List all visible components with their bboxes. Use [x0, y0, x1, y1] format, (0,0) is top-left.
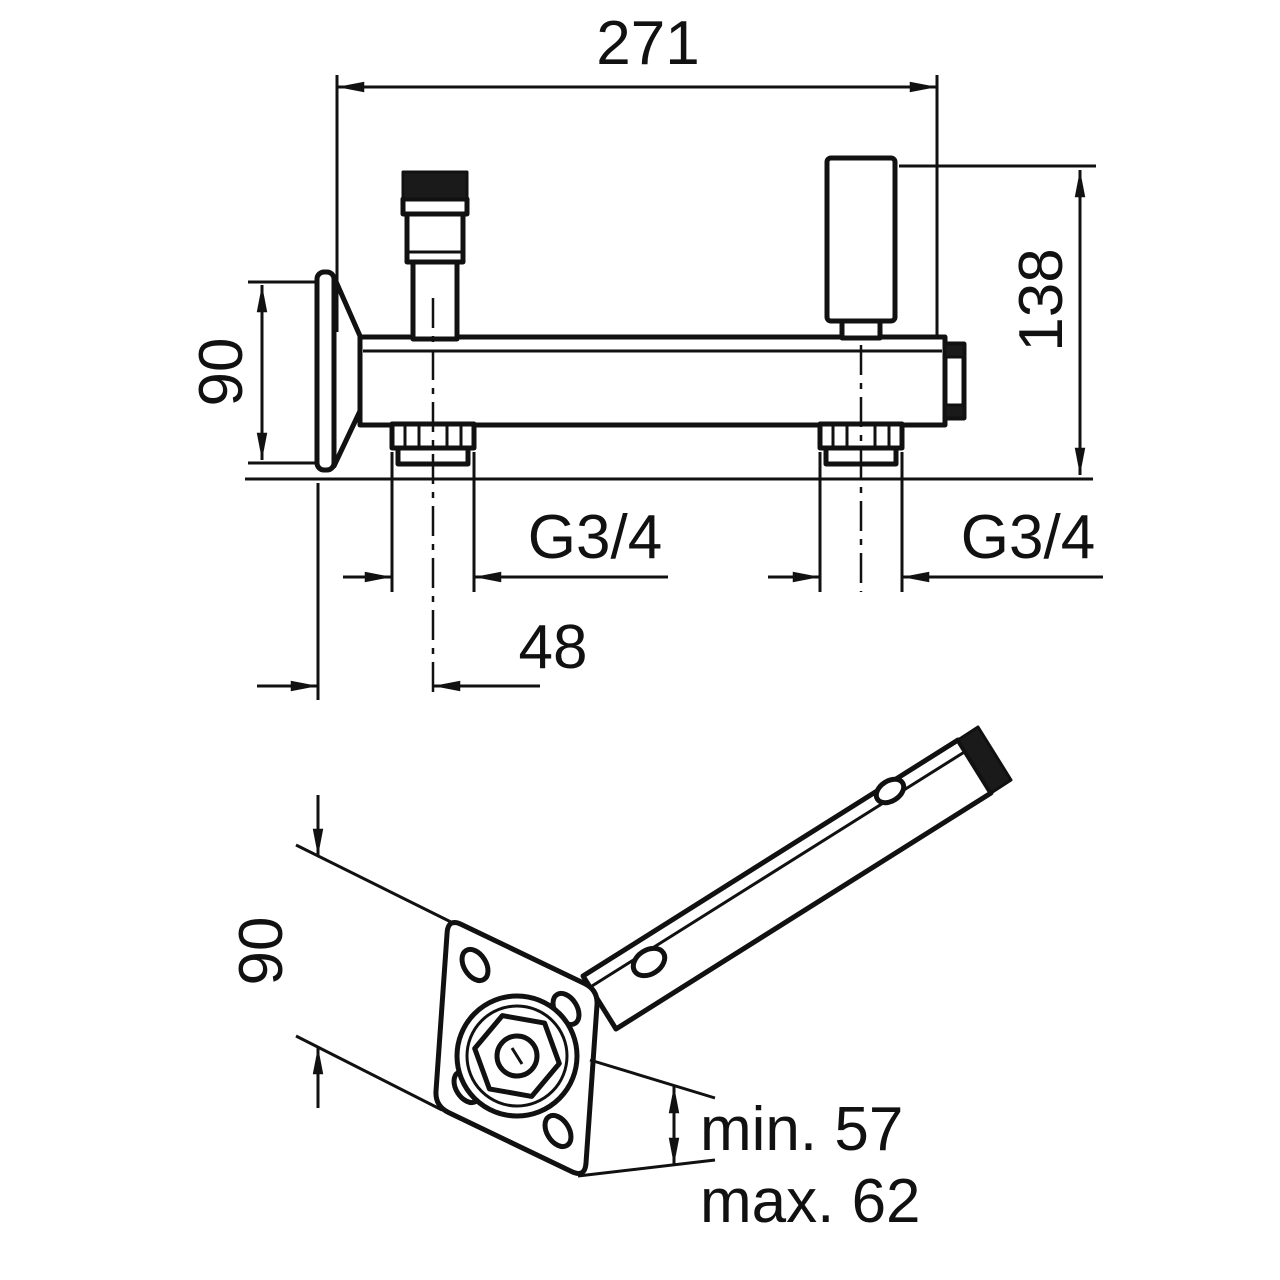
dim-label-90-side: 90	[187, 338, 256, 407]
handle-stem	[839, 318, 883, 341]
arm-end-cap	[956, 725, 1013, 795]
thread-callout-right: G3/4	[768, 452, 1103, 592]
flange-slot-se	[542, 1112, 574, 1150]
dim-label-90-iso: 90	[227, 917, 296, 986]
end-cap-nub-top	[943, 342, 966, 359]
end-cap-nub-bottom	[943, 403, 966, 420]
extension-line	[295, 843, 456, 926]
flange-boss-inner-ring	[465, 1004, 569, 1108]
dim-label-48: 48	[519, 613, 588, 682]
dim-label-138: 138	[1007, 248, 1076, 351]
thread-label-left: G3/4	[528, 503, 662, 572]
flange-plate	[314, 269, 337, 473]
dim-90-iso: 90	[227, 795, 456, 1112]
handle-cylinder	[824, 155, 898, 324]
diverter-knurled-cap	[401, 170, 469, 201]
side-view: 271 138 90 G3/4 G3/4	[187, 9, 1103, 700]
thread-label-right: G3/4	[961, 503, 1095, 572]
arm-hole-near	[630, 945, 668, 979]
diverter-stem	[410, 259, 460, 342]
dim-271: 271	[335, 9, 939, 338]
dim-48: 48	[257, 483, 587, 700]
dim-90-side: 90	[187, 280, 315, 465]
leader-line	[577, 1158, 716, 1178]
diverter-collar-band	[400, 196, 470, 217]
iso-view: 90 min. 57 max. 62	[227, 725, 1013, 1236]
flange-slot-nw	[459, 946, 491, 984]
leader-line	[589, 1058, 716, 1100]
dim-138: 138	[899, 164, 1096, 475]
nut-slot-mark	[510, 1047, 524, 1065]
depth-range-annotation: min. 57 max. 62	[577, 1058, 921, 1236]
diverter-upper-body	[404, 211, 466, 265]
spout-arm	[580, 737, 994, 1032]
arm-hole-far	[873, 776, 907, 806]
depth-max-label: max. 62	[700, 1167, 921, 1236]
dim-label-271: 271	[596, 9, 699, 78]
thread-callout-left: G3/4	[343, 452, 668, 592]
depth-min-label: min. 57	[700, 1095, 903, 1164]
